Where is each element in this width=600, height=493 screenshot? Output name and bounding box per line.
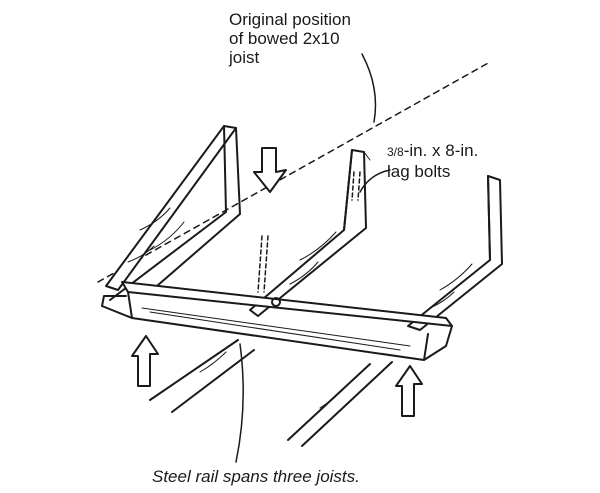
steel-rail [101, 281, 453, 361]
right-joist [407, 175, 503, 331]
lag-bolts-fraction: 3/8 [387, 145, 404, 159]
original-position-dashed-line [97, 61, 491, 283]
lag-bolts-size: -in. x 8-in. [403, 141, 479, 160]
original-position-leader-line [361, 53, 377, 123]
original-position-line2: of bowed 2x10 [229, 29, 340, 48]
original-position-line3: joist [229, 48, 260, 67]
left-joist [105, 125, 241, 301]
lower-joist-faces [149, 339, 393, 447]
down-arrow-icon [253, 147, 287, 193]
lag-bolt-lines [257, 171, 361, 293]
steel-rail-label: Steel rail spans three joists. [152, 467, 360, 486]
lag-bolts-line2: lag bolts [387, 162, 451, 181]
lag-bolts-line1: 3/8-in. x 8-in. [387, 141, 478, 162]
lag-bolts-leader-line [359, 169, 391, 193]
steel-rail-leader-line [235, 343, 244, 463]
middle-joist [249, 149, 371, 317]
original-position-line1: Original position [229, 10, 351, 29]
lag-bolts-label: 3/8-in. x 8-in. lag bolts [387, 141, 478, 181]
up-arrow-right-icon [395, 365, 423, 417]
up-arrow-left-icon [131, 335, 159, 387]
original-position-label: Original position of bowed 2x10 joist [229, 10, 351, 67]
